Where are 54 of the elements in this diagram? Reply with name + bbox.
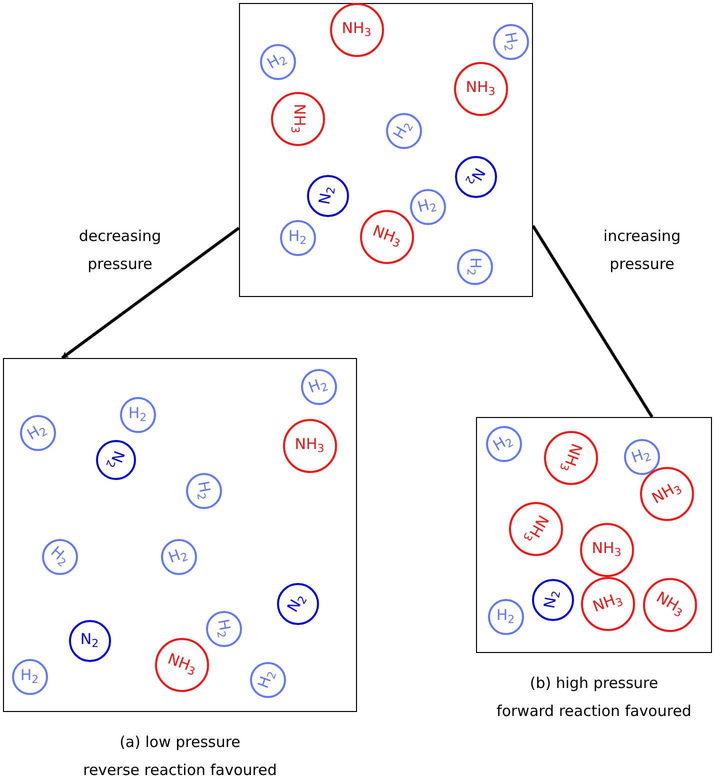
molecule-circle <box>454 62 508 116</box>
node-label: reverse reaction favoured <box>83 760 277 779</box>
molecule-circle <box>20 414 56 450</box>
molecule-circle <box>642 578 696 632</box>
molecule-circle <box>280 220 316 256</box>
molecule-circle <box>486 426 522 462</box>
container-box <box>476 417 712 653</box>
molecule-circle <box>206 610 242 646</box>
molecule-circle <box>386 112 422 148</box>
molecule-circle <box>456 248 492 284</box>
molecule-formula: NH$_{3}$ <box>294 437 324 454</box>
molecule-circle <box>454 156 496 198</box>
molecule-circle <box>42 538 78 574</box>
molecule-circle <box>492 24 528 60</box>
molecule-circle <box>330 2 384 56</box>
node-label: (a) low pressure <box>120 732 240 753</box>
node-label: (b) high pressure <box>530 673 658 694</box>
molecule-circle <box>488 598 524 634</box>
molecule-circle <box>96 440 136 480</box>
arrow <box>61 226 240 360</box>
molecule-circle <box>508 502 562 556</box>
molecule-circle <box>300 368 336 404</box>
molecule-circle <box>270 92 324 146</box>
molecule-formula: H$_{2}$ <box>128 406 147 423</box>
molecule-circle <box>68 620 110 662</box>
molecule-circle <box>532 578 574 620</box>
molecule-formula: NH$_{3}$ <box>466 80 496 97</box>
molecule-formula: NH$_{3}$ <box>592 541 622 558</box>
molecule-circle <box>306 174 348 216</box>
molecule-formula: H$_{2}$ <box>288 229 307 246</box>
molecule-circle <box>580 522 634 576</box>
molecule-circle <box>250 662 286 698</box>
molecule-formula: H$_{2}$ <box>20 668 39 685</box>
molecule-circle <box>410 188 446 224</box>
container-box <box>239 3 533 297</box>
molecule-circle <box>120 396 156 432</box>
molecule-circle <box>160 538 196 574</box>
node-label: forward reaction favoured <box>496 701 692 722</box>
molecule-circle <box>12 658 48 694</box>
molecule-formula: H$_{2}$ <box>496 608 515 625</box>
molecule-circle <box>640 466 694 520</box>
molecule-circle <box>624 438 660 474</box>
container-box <box>3 358 357 712</box>
molecule-formula: NH$_{3}$ <box>342 21 372 38</box>
molecule-circle <box>276 582 318 624</box>
molecule-formula: N$_{2}$ <box>80 632 99 649</box>
molecule-circle <box>282 418 336 472</box>
molecule-circle <box>154 638 208 692</box>
molecule-circle <box>580 576 634 630</box>
connector-line <box>532 225 654 418</box>
molecule-circle <box>260 44 296 80</box>
molecule-circle <box>186 472 222 508</box>
molecule-circle <box>360 210 414 264</box>
molecule-circle <box>544 430 598 484</box>
